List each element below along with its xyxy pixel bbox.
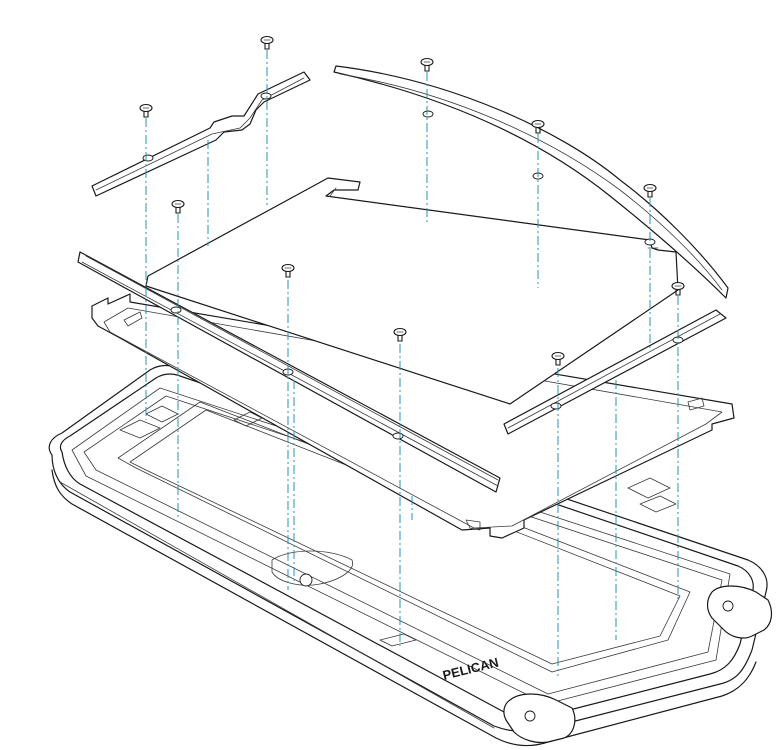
screw-6 (643, 183, 657, 198)
screw-3 (420, 57, 434, 72)
bracket-top-right (333, 65, 729, 299)
screws (139, 35, 685, 366)
screw-10 (551, 351, 565, 366)
screw-5 (171, 199, 185, 214)
assembly-axes (145, 50, 679, 676)
bracket-top-left (91, 71, 311, 197)
screw-1 (260, 35, 274, 50)
screw-2 (139, 103, 153, 118)
screw-4 (531, 119, 545, 134)
screw-7 (281, 263, 295, 278)
bracket-right-short (503, 309, 727, 435)
screw-9 (393, 327, 407, 342)
case-base: PELICAN (48, 364, 773, 747)
screw-8 (671, 281, 685, 296)
